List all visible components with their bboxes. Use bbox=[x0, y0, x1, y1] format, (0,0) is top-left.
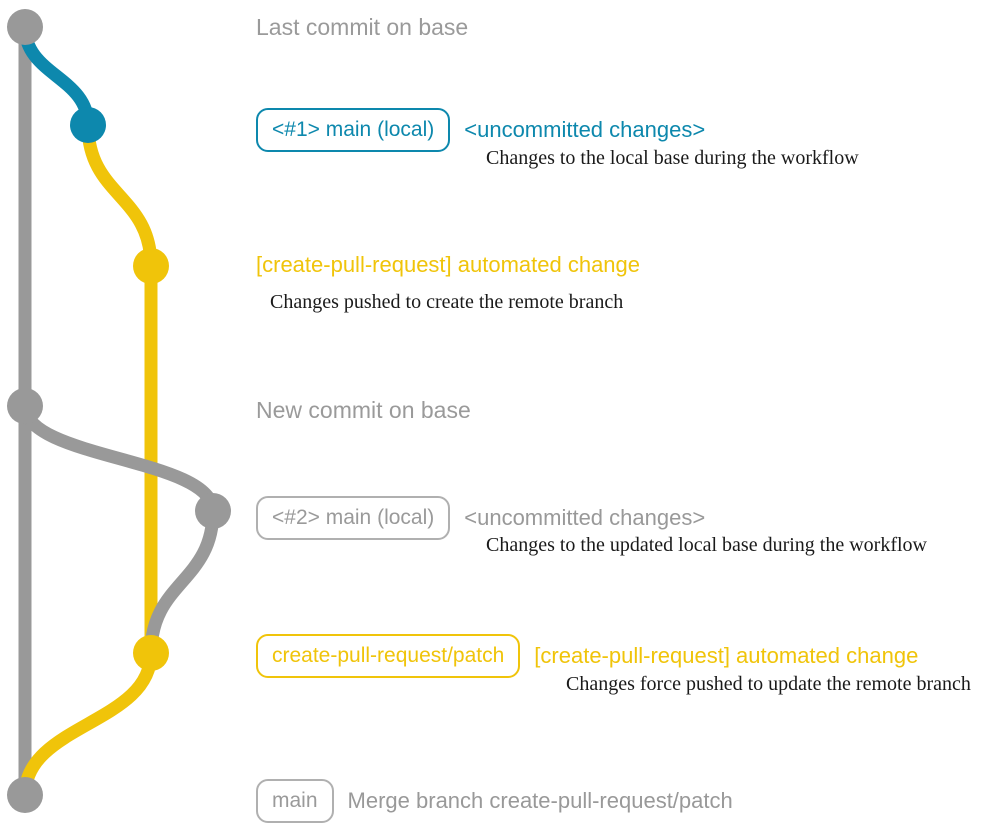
commit-subject-new-commit-on-base: New commit on base bbox=[256, 397, 471, 423]
commit-subject-merge-commit-main: Merge branch create-pull-request/patch bbox=[347, 788, 733, 813]
branch-badge-main[interactable]: main bbox=[256, 779, 334, 823]
commit-row-patch-commit-2: create-pull-request/patch [create-pull-r… bbox=[256, 634, 918, 678]
commit-subject-patch-commit-1: [create-pull-request] automated change bbox=[256, 252, 641, 277]
commit-row-merge-commit-main: main Merge branch create-pull-request/pa… bbox=[256, 779, 733, 823]
node-local-commit-1 bbox=[70, 107, 106, 143]
local-merge-edge-2 bbox=[144, 504, 220, 660]
commit-subject-local-commit-1: <uncommitted changes> bbox=[464, 117, 706, 142]
commit-subject-last-commit-on-base: Last commit on base bbox=[256, 14, 469, 40]
node-merge-commit-main bbox=[7, 777, 43, 813]
commit-row-local-commit-2: <#2> main (local) <uncommitted changes> bbox=[256, 496, 705, 540]
node-patch-commit-1 bbox=[133, 248, 169, 284]
node-patch-commit-2 bbox=[133, 635, 169, 671]
commit-row-patch-commit-1: [create-pull-request] automated change bbox=[256, 254, 640, 276]
branch-badge-main-local-2[interactable]: <#2> main (local) bbox=[256, 496, 451, 540]
commit-subject-local-commit-2: <uncommitted changes> bbox=[464, 505, 706, 530]
commit-note-local-commit-2: Changes to the updated local base during… bbox=[486, 534, 927, 556]
commit-subject-patch-commit-2: [create-pull-request] automated change bbox=[534, 643, 919, 668]
commit-note-patch-commit-2: Changes force pushed to update the remot… bbox=[566, 673, 971, 695]
node-local-commit-2 bbox=[195, 493, 231, 529]
node-last-commit-on-base bbox=[7, 9, 43, 45]
branch-badge-create-pull-request-patch[interactable]: create-pull-request/patch bbox=[256, 634, 521, 678]
patch-branch-edge-1 bbox=[81, 118, 158, 273]
commit-note-local-commit-1: Changes to the local base during the wor… bbox=[486, 147, 859, 169]
patch-merge-edge bbox=[18, 646, 158, 802]
branch-badge-main-local-1[interactable]: <#1> main (local) bbox=[256, 108, 451, 152]
commit-note-patch-commit-1: Changes pushed to create the remote bran… bbox=[270, 291, 624, 313]
commit-row-local-commit-1: <#1> main (local) <uncommitted changes> bbox=[256, 108, 705, 152]
local-branch-edge-2 bbox=[18, 399, 220, 518]
node-new-commit-on-base bbox=[7, 388, 43, 424]
